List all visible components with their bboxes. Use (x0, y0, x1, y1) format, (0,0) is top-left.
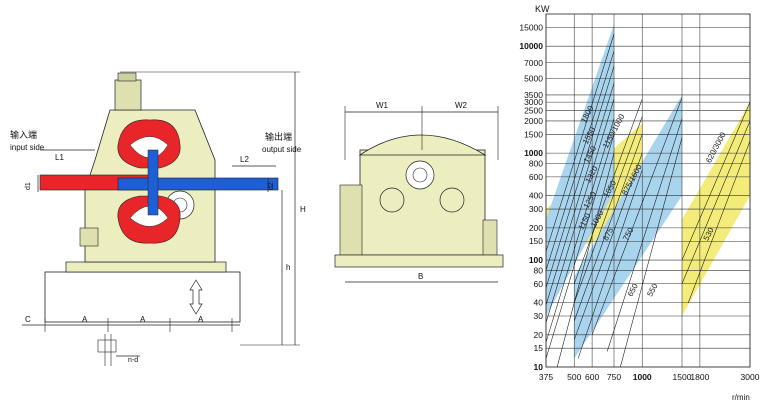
output-shaft (117, 149, 279, 216)
x-tick-label: 1800 (690, 372, 709, 382)
y-tick-label: 30 (534, 311, 544, 321)
rating-line-3 (545, 83, 615, 306)
x-axis-label: r/min (732, 393, 750, 402)
dim-W2: W2 (455, 101, 468, 110)
rating-line-10 (573, 134, 643, 321)
band-annotation: 650 (626, 282, 640, 298)
y-tick-label: 3000 (524, 97, 543, 107)
rating-line-0 (545, 33, 615, 252)
dim-A-1: A (82, 315, 88, 324)
y-tick-label: 1000 (524, 148, 543, 158)
y-tick-label: 800 (529, 158, 543, 168)
chart-grid (545, 13, 751, 368)
y-tick-label: 100 (529, 255, 543, 265)
y-tick-label: 40 (534, 298, 544, 308)
chart-band-1 (546, 24, 614, 316)
x-tick-label: 3000 (741, 372, 760, 382)
rating-line-12 (577, 169, 643, 359)
y-tick-label: 300 (529, 204, 543, 214)
chart-bands (546, 24, 750, 359)
dim-H: H (300, 205, 306, 214)
y-tick-label: 600 (529, 172, 543, 182)
lifting-arrow-icon (189, 279, 203, 315)
dim-n-d: n-d (128, 357, 138, 364)
dim-C: C (25, 315, 31, 324)
y-tick-label: 60 (534, 279, 544, 289)
output-side-en: output side (262, 145, 302, 154)
y-tick-label: 10000 (519, 41, 543, 51)
dim-d2: d2 (268, 182, 275, 190)
x-tick-label: 750 (607, 372, 621, 382)
band-annotation: 550 (645, 282, 659, 298)
rating-line-17 (681, 120, 751, 284)
dimension-lines (22, 71, 300, 357)
chart-diagonals (545, 33, 751, 368)
dim-W1: W1 (376, 101, 389, 110)
rating-line-8 (573, 99, 643, 284)
rating-line-13 (591, 97, 683, 335)
rating-line-9 (573, 116, 643, 303)
y-tick-label: 15 (534, 343, 544, 353)
rating-line-6 (545, 134, 615, 359)
x-tick-label: 600 (585, 372, 599, 382)
rating-line-11 (573, 153, 643, 340)
rating-line-7 (556, 153, 615, 368)
rating-line-15 (620, 137, 683, 368)
rating-line-16 (681, 101, 751, 261)
dim-B: B (418, 272, 423, 281)
y-axis-label: KW (535, 4, 550, 14)
rating-line-4 (545, 99, 615, 323)
dim-A-3: A (198, 315, 204, 324)
y-tick-label: 20 (534, 330, 544, 340)
rating-line-14 (606, 118, 683, 352)
y-tick-label: 1500 (524, 129, 543, 139)
output-side-cn: 输出端 (265, 131, 292, 142)
y-tick-label: 3500 (524, 90, 543, 100)
pump-impeller (117, 119, 181, 244)
x-tick-label: 375 (539, 372, 553, 382)
rating-line-2 (545, 66, 615, 288)
y-tick-label: 15000 (519, 22, 543, 32)
rating-line-5 (545, 118, 615, 343)
y-tick-label: 150 (529, 236, 543, 246)
rating-line-1 (545, 51, 615, 271)
y-tick-label: 10 (534, 362, 544, 372)
dim-L2: L2 (240, 155, 249, 164)
chart-band-2 (574, 94, 682, 359)
x-tick-label: 500 (567, 372, 581, 382)
rating-line-18 (688, 140, 751, 303)
x-tick-label: 1500 (673, 372, 692, 382)
input-side-en: input side (10, 143, 45, 152)
y-tick-label: 2500 (524, 106, 543, 116)
dim-h: h (286, 263, 290, 272)
dim-A-2: A (140, 315, 146, 324)
y-tick-label: 80 (534, 265, 544, 275)
x-tick-label: 1000 (633, 372, 652, 382)
y-tick-label: 400 (529, 191, 543, 201)
dim-L1: L1 (55, 153, 64, 162)
y-tick-label: 2000 (524, 116, 543, 126)
y-tick-label: 5000 (524, 73, 543, 83)
dim-d1: d1 (25, 182, 32, 190)
y-tick-label: 200 (529, 223, 543, 233)
y-tick-label: 7000 (524, 58, 543, 68)
input-side-cn: 输入端 (10, 129, 37, 140)
coupling-front-view (334, 106, 504, 283)
